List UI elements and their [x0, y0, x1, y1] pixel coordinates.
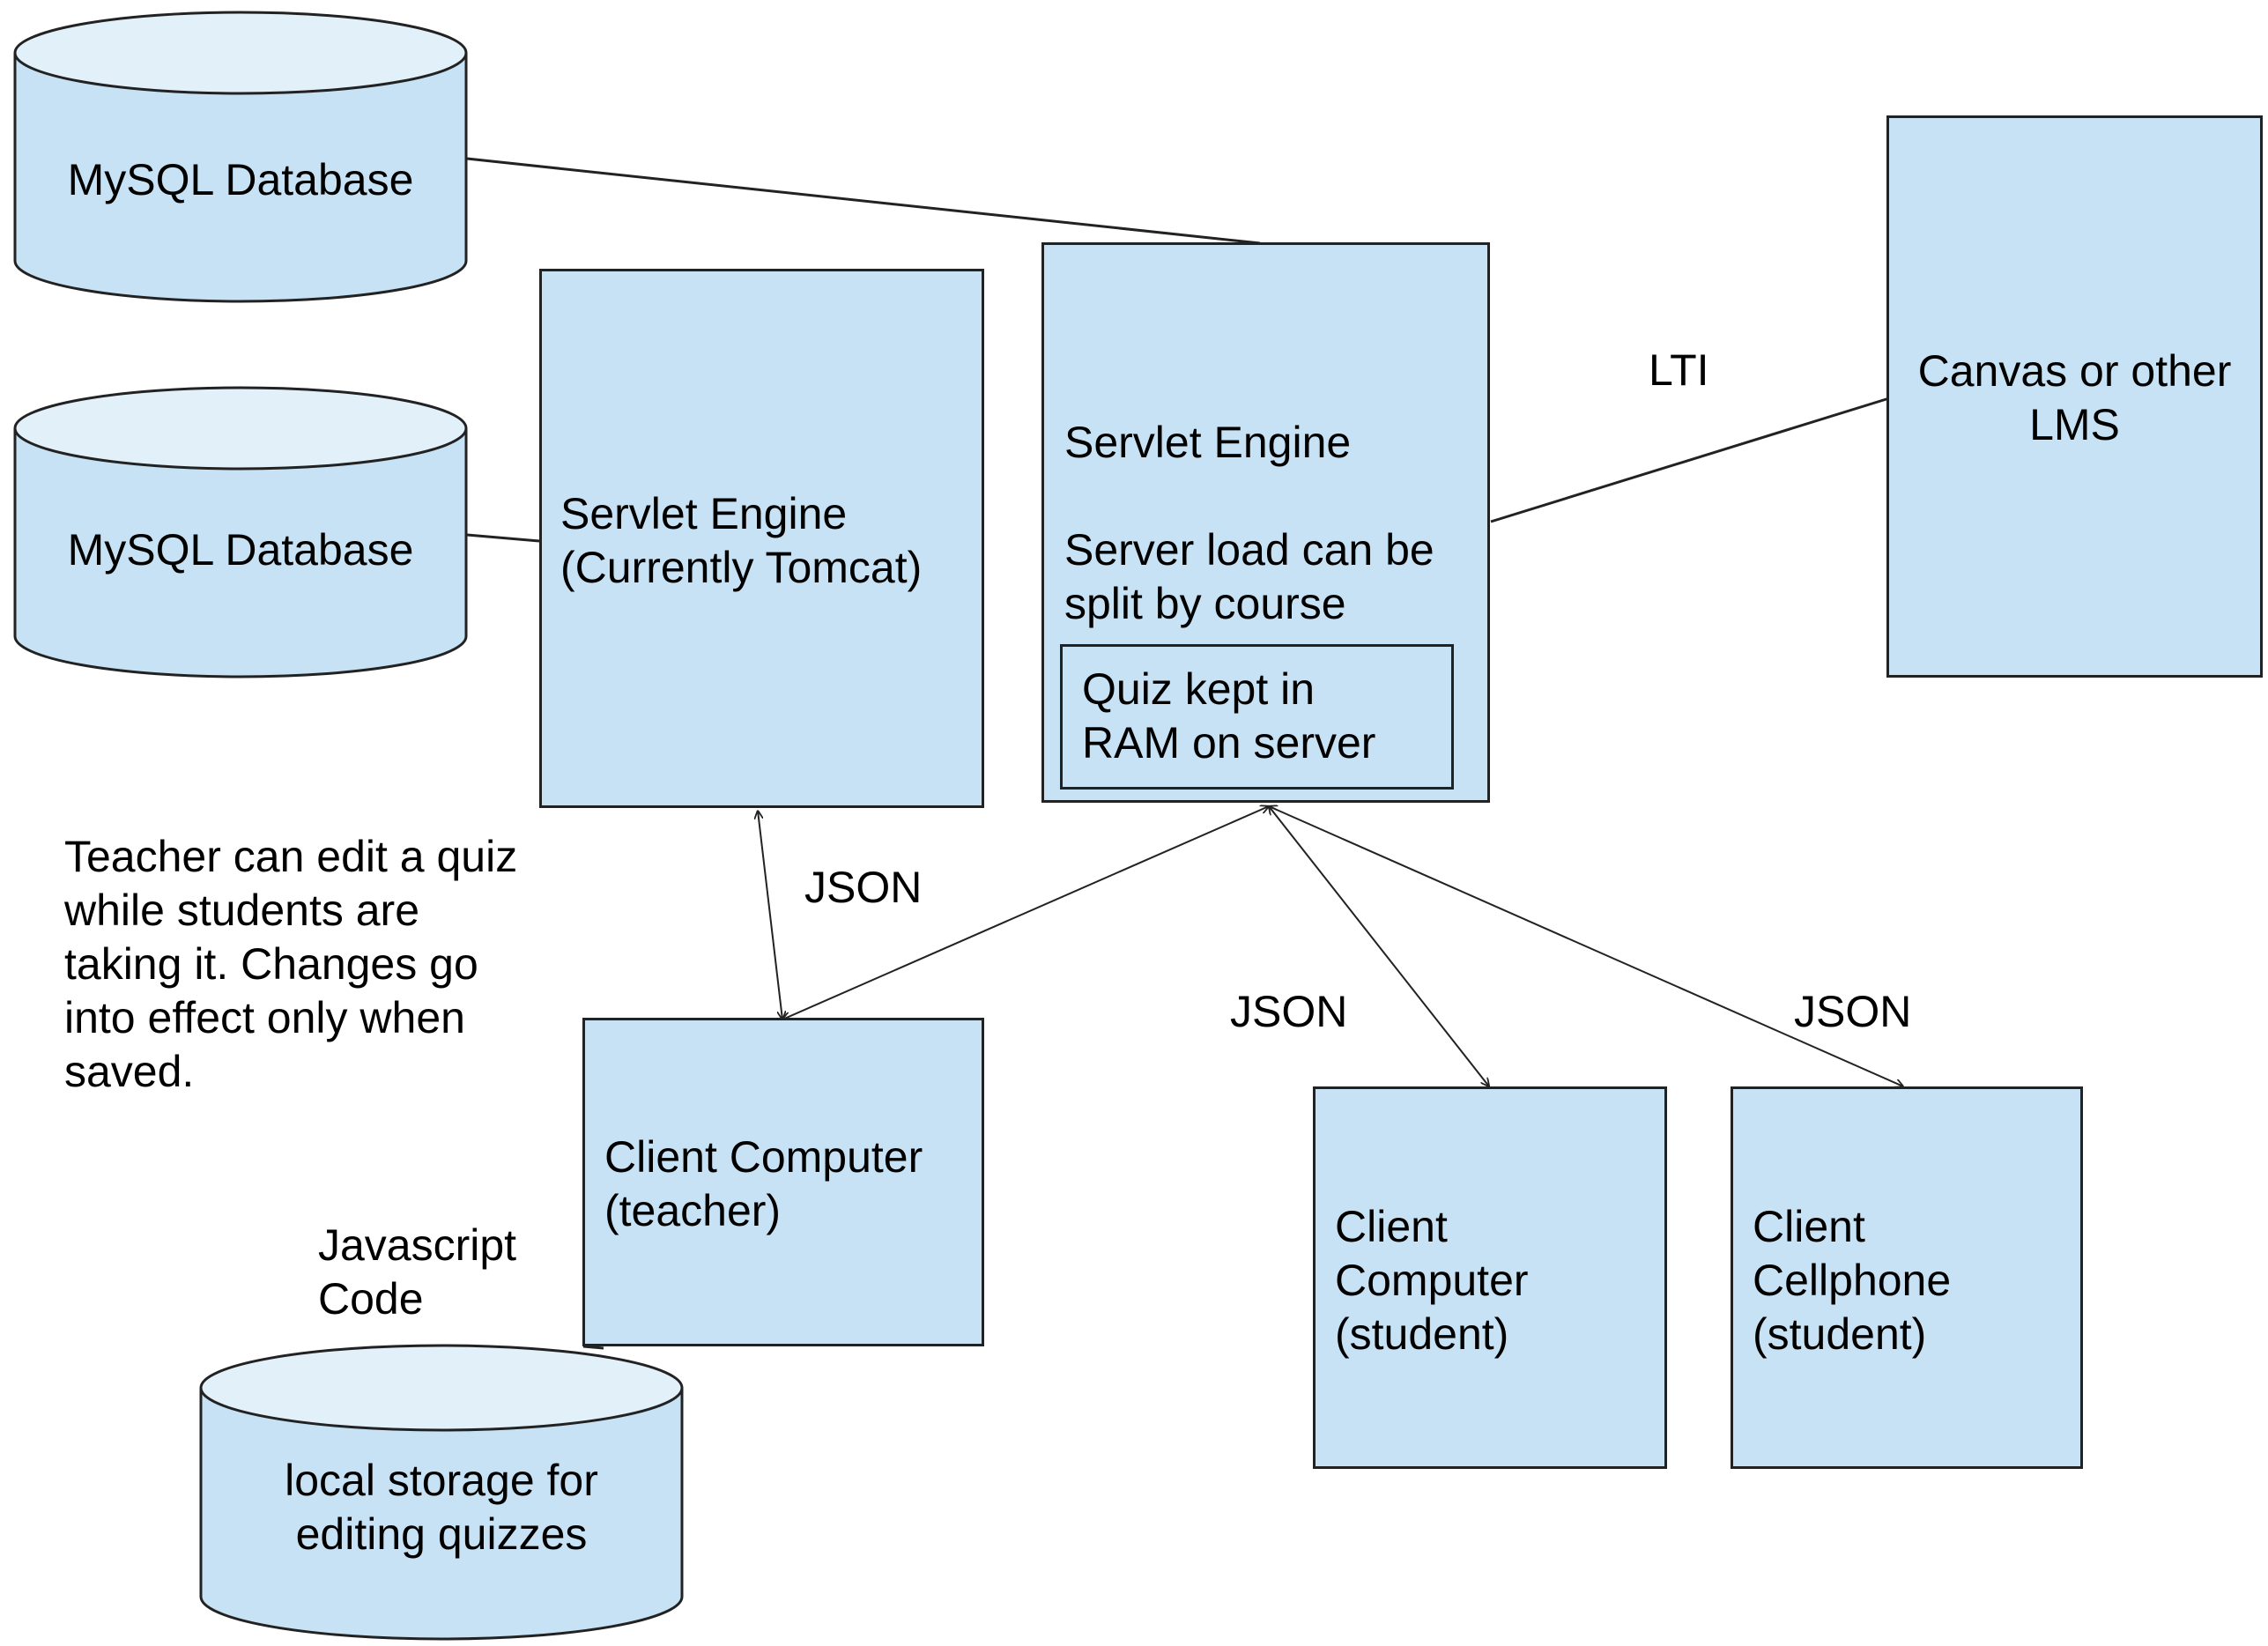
text-line: taking it. Changes go	[64, 939, 478, 989]
arrow-tomcat-teacher	[758, 811, 782, 1019]
text-line: saved.	[64, 1047, 195, 1096]
text-line: (student)	[1753, 1309, 1927, 1359]
text-line: Client Computer	[604, 1132, 923, 1182]
json-teacher-label: JSON	[804, 863, 923, 912]
text-line: (teacher)	[604, 1186, 782, 1235]
javascript-code-label: Javascript Code	[318, 1219, 516, 1326]
json-student-phone-label: JSON	[1794, 987, 1912, 1036]
database-icon	[13, 11, 468, 303]
text-line: Javascript	[318, 1220, 517, 1270]
text-line: (Currently Tomcat)	[560, 543, 923, 592]
client-student-computer-label: Client Computer (student)	[1335, 1200, 1529, 1361]
lms-box	[1886, 115, 2263, 678]
client-student-computer-box	[1313, 1086, 1667, 1469]
text-line: RAM on server	[1082, 718, 1376, 767]
connector-db2-tomcat	[466, 533, 540, 543]
connector-teacher-storage	[582, 1345, 604, 1350]
lms-label: Canvas or other LMS	[1886, 345, 2263, 452]
teacher-note: Teacher can edit a quiz while students a…	[64, 830, 517, 1099]
text-line: Teacher can edit a quiz	[64, 832, 518, 881]
client-student-phone-label: Client Cellphone (student)	[1753, 1200, 1951, 1361]
text-line: split by course	[1064, 579, 1346, 628]
text-line: Cellphone	[1753, 1256, 1952, 1305]
arrow-servlet-teacher	[782, 806, 1269, 1019]
local-storage-label: local storage for editing quizzes	[201, 1454, 682, 1561]
text-line: Canvas or other	[1917, 346, 2232, 396]
text-line: into effect only when	[64, 993, 465, 1042]
text-line: Code	[318, 1274, 424, 1323]
text-line: editing quizzes	[295, 1509, 588, 1559]
arrow-servlet-student-phone	[1269, 806, 1903, 1086]
database-icon	[13, 386, 468, 678]
text-line: Client	[1753, 1202, 1865, 1251]
text-line: Server load can be	[1064, 525, 1434, 575]
text-line: while students are	[64, 886, 420, 935]
text-line: LMS	[2029, 400, 2120, 449]
servlet-engine-label: Servlet Engine Server load can be split …	[1064, 416, 1434, 631]
lti-label: LTI	[1649, 345, 1709, 395]
text-line: (student)	[1335, 1309, 1509, 1359]
connector-servlet-lms	[1490, 397, 1890, 523]
quiz-ram-box	[1060, 644, 1454, 790]
arrow-servlet-student-computer	[1269, 806, 1489, 1086]
text-line	[1064, 470, 1434, 523]
client-teacher-box	[582, 1018, 984, 1346]
text-line: Client	[1335, 1202, 1448, 1251]
mysql-database-2-label: MySQL Database	[67, 525, 414, 575]
text-line: Servlet Engine	[560, 489, 848, 538]
mysql-database-1-label: MySQL Database	[67, 155, 414, 204]
text-line: local storage for	[285, 1456, 598, 1505]
quiz-ram-label: Quiz kept in RAM on server	[1082, 663, 1375, 770]
text-line: Servlet Engine	[1064, 418, 1352, 467]
text-line: Computer	[1335, 1256, 1529, 1305]
servlet-engine-tomcat-label: Servlet Engine (Currently Tomcat)	[560, 487, 922, 595]
client-student-phone-box	[1731, 1086, 2083, 1469]
client-teacher-label: Client Computer (teacher)	[604, 1131, 923, 1238]
servlet-engine-tomcat-box	[539, 269, 984, 808]
connector-db1-servlet	[466, 157, 1261, 245]
json-student-computer-label: JSON	[1230, 987, 1348, 1036]
database-icon	[199, 1344, 684, 1641]
text-line: Quiz kept in	[1082, 664, 1316, 714]
